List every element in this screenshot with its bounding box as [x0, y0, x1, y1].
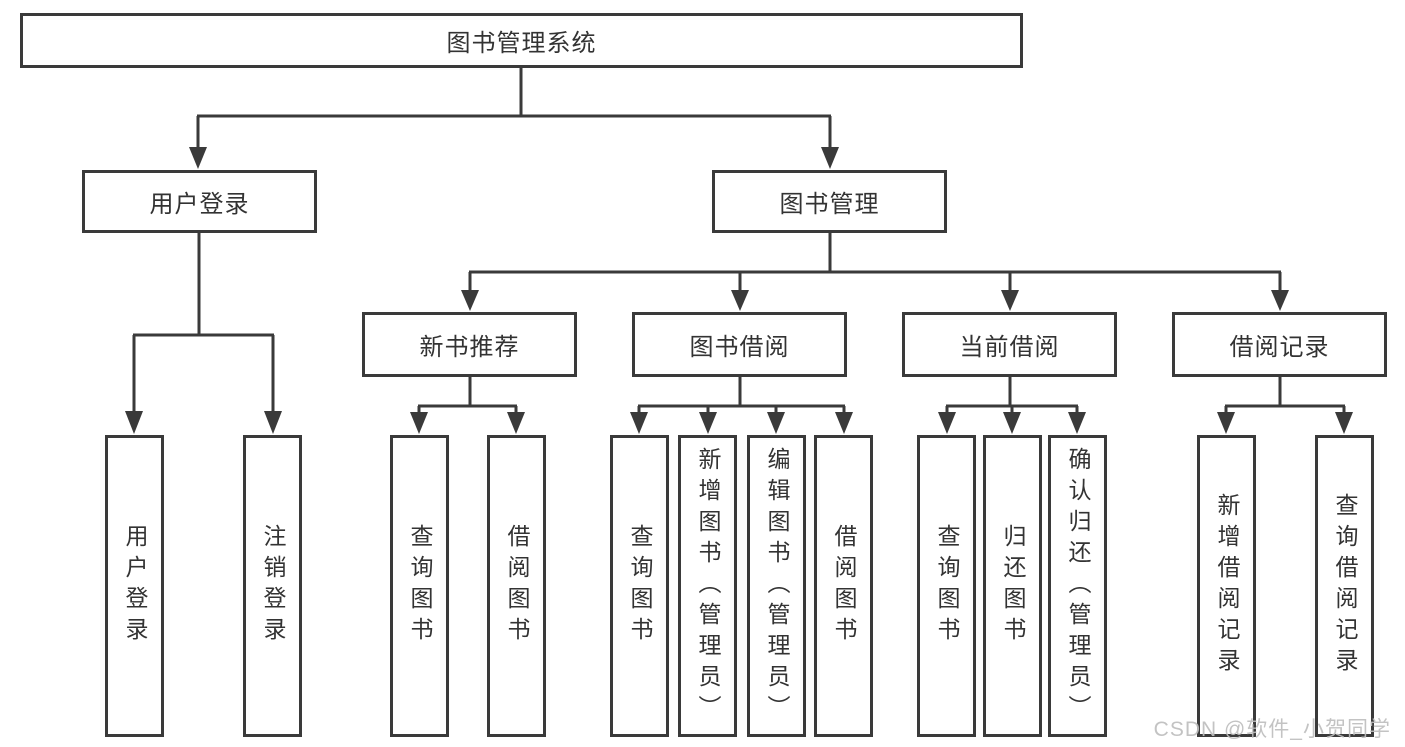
leaf-borrow-borrow-books: 借阅图书: [814, 435, 873, 737]
leaf-user-login: 用户登录: [105, 435, 164, 737]
node-book-borrow: 图书借阅: [632, 312, 847, 377]
leaf-current-return-books: 归还图书: [983, 435, 1042, 737]
connector-lines: [132, 68, 1346, 414]
node-user-login: 用户登录: [82, 170, 317, 233]
leaf-newbook-query-books: 查询图书: [390, 435, 449, 737]
csdn-watermark: CSDN @软件_小贺同学: [1153, 718, 1391, 741]
leaf-newbook-borrow-books: 借阅图书: [487, 435, 546, 737]
leaf-borrow-edit-books-admin: 编辑图书（管理员）: [747, 435, 806, 737]
leaf-logout: 注销登录: [243, 435, 302, 737]
leaf-borrow-query-books: 查询图书: [610, 435, 669, 737]
node-root: 图书管理系统: [20, 13, 1023, 68]
node-book-management: 图书管理: [712, 170, 947, 233]
node-borrow-records: 借阅记录: [1172, 312, 1387, 377]
connector-arrowheads: [125, 147, 1353, 434]
leaf-records-query-record: 查询借阅记录: [1315, 435, 1374, 737]
leaf-borrow-add-books-admin: 新增图书（管理员）: [678, 435, 737, 737]
node-new-book-recommend: 新书推荐: [362, 312, 577, 377]
leaf-current-query-books: 查询图书: [917, 435, 976, 737]
node-current-borrow: 当前借阅: [902, 312, 1117, 377]
leaf-records-add-record: 新增借阅记录: [1197, 435, 1256, 737]
leaf-current-confirm-return-admin: 确认归还（管理员）: [1048, 435, 1107, 737]
